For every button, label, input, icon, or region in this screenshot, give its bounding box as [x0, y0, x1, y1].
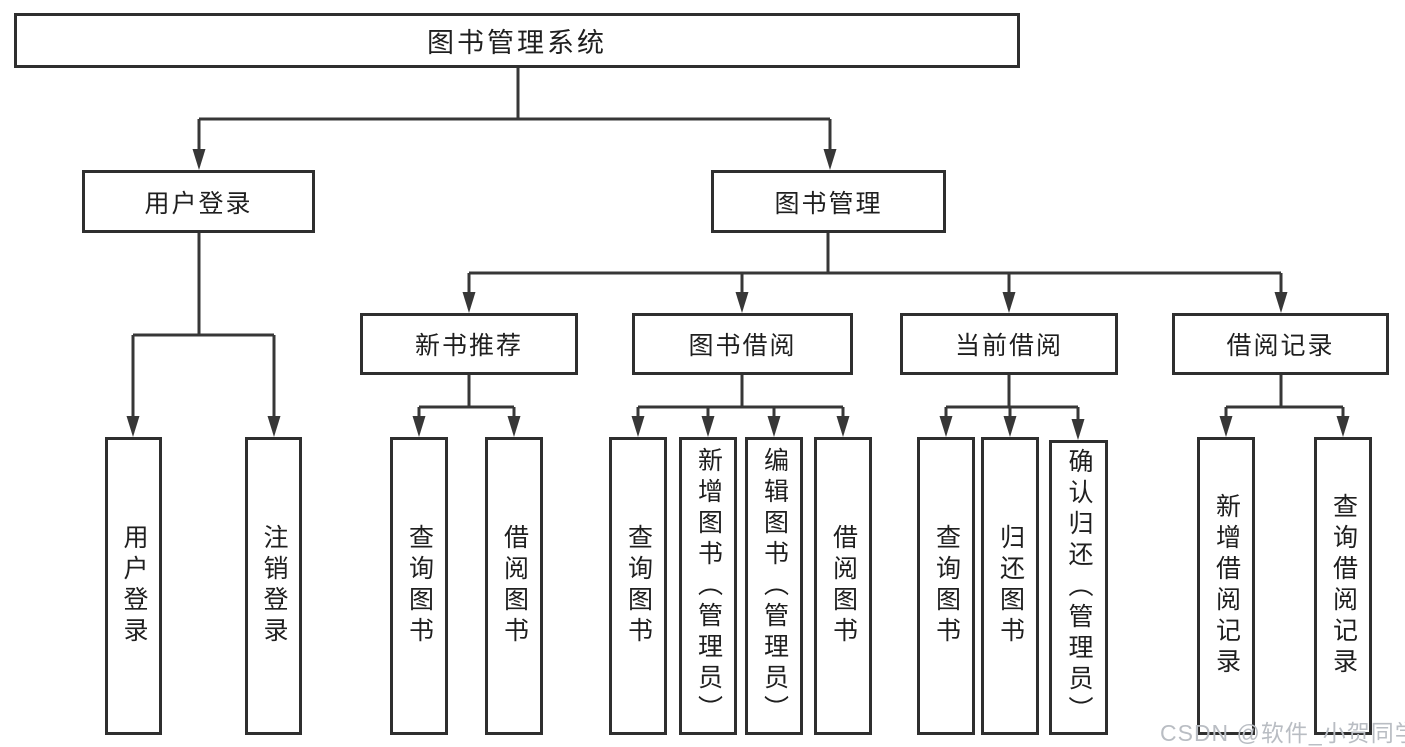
arrowhead [267, 416, 281, 437]
arrowhead [412, 416, 426, 437]
node-label: 新书推荐 [414, 332, 523, 360]
leaf-query-books-current: 查询图书 [917, 437, 975, 735]
arrowhead [1003, 416, 1017, 437]
arrowhead [701, 416, 715, 437]
csdn-watermark: CSDN @软件_小贺同学 [1160, 720, 1405, 746]
node-label: 归还图书 [996, 524, 1025, 648]
leaf-borrow-books-recommend: 借阅图书 [485, 437, 543, 735]
arrowhead [126, 416, 140, 437]
connector-user-login-split [131, 233, 276, 418]
arrowhead [767, 416, 781, 437]
arrowhead [507, 416, 521, 437]
leaf-borrow-books: 借阅图书 [814, 437, 872, 735]
arrowhead [1002, 292, 1016, 313]
arrowhead [192, 149, 206, 170]
node-label: 图书管理 [774, 189, 883, 218]
arrowhead [462, 292, 476, 313]
node-user-login: 用户登录 [82, 170, 315, 233]
arrowhead [735, 292, 749, 313]
node-label: 用户登录 [144, 189, 253, 218]
leaf-confirm-return-admin: 确认归还（管理员） [1049, 440, 1108, 735]
node-label: 查询借阅记录 [1329, 493, 1358, 679]
node-book-borrow: 图书借阅 [632, 313, 853, 375]
arrowhead [836, 416, 850, 437]
connector-borrow-records-split [1224, 375, 1345, 418]
leaf-logout: 注销登录 [245, 437, 302, 735]
arrowhead [1274, 292, 1288, 313]
leaf-edit-book-admin: 编辑图书（管理员） [745, 437, 803, 735]
node-label: 借阅记录 [1226, 332, 1335, 360]
node-new-book-recommend: 新书推荐 [360, 313, 578, 375]
node-label: 借阅图书 [500, 524, 529, 648]
node-label: 查询图书 [932, 524, 961, 648]
leaf-user-login: 用户登录 [105, 437, 162, 735]
node-root: 图书管理系统 [14, 13, 1020, 68]
node-label: 新增借阅记录 [1212, 493, 1241, 679]
leaf-query-books-borrow: 查询图书 [609, 437, 667, 735]
node-label: 用户登录 [120, 524, 148, 648]
node-label: 查询图书 [405, 524, 434, 648]
leaf-add-borrow-record: 新增借阅记录 [1197, 437, 1255, 735]
arrowhead [823, 149, 837, 170]
connector-root-split [197, 68, 832, 151]
node-label: 借阅图书 [829, 524, 858, 648]
node-label: 编辑图书（管理员） [760, 446, 789, 726]
node-borrow-records: 借阅记录 [1172, 313, 1389, 375]
connector-new-book-split [417, 375, 516, 418]
node-label: 图书管理系统 [427, 28, 607, 58]
arrowhead [1071, 419, 1085, 440]
arrowhead [1219, 416, 1233, 437]
arrowhead [939, 416, 953, 437]
node-label: 当前借阅 [954, 332, 1063, 360]
arrowhead [1336, 416, 1350, 437]
leaf-query-borrow-record: 查询借阅记录 [1314, 437, 1372, 735]
node-label: 注销登录 [260, 524, 288, 648]
node-label: 新增图书（管理员） [694, 446, 723, 726]
connector-book-mgmt-split [467, 233, 1283, 294]
leaf-query-books-recommend: 查询图书 [390, 437, 448, 735]
node-current-borrow: 当前借阅 [900, 313, 1118, 375]
connector-book-borrow-split [636, 375, 845, 418]
node-book-management: 图书管理 [711, 170, 946, 233]
leaf-return-books: 归还图书 [981, 437, 1039, 735]
connector-current-borrow-split [944, 375, 1080, 420]
node-label: 查询图书 [624, 524, 653, 648]
leaf-add-book-admin: 新增图书（管理员） [679, 437, 737, 735]
node-label: 确认归还（管理员） [1065, 448, 1093, 727]
node-label: 图书借阅 [688, 332, 797, 360]
arrowhead [631, 416, 645, 437]
